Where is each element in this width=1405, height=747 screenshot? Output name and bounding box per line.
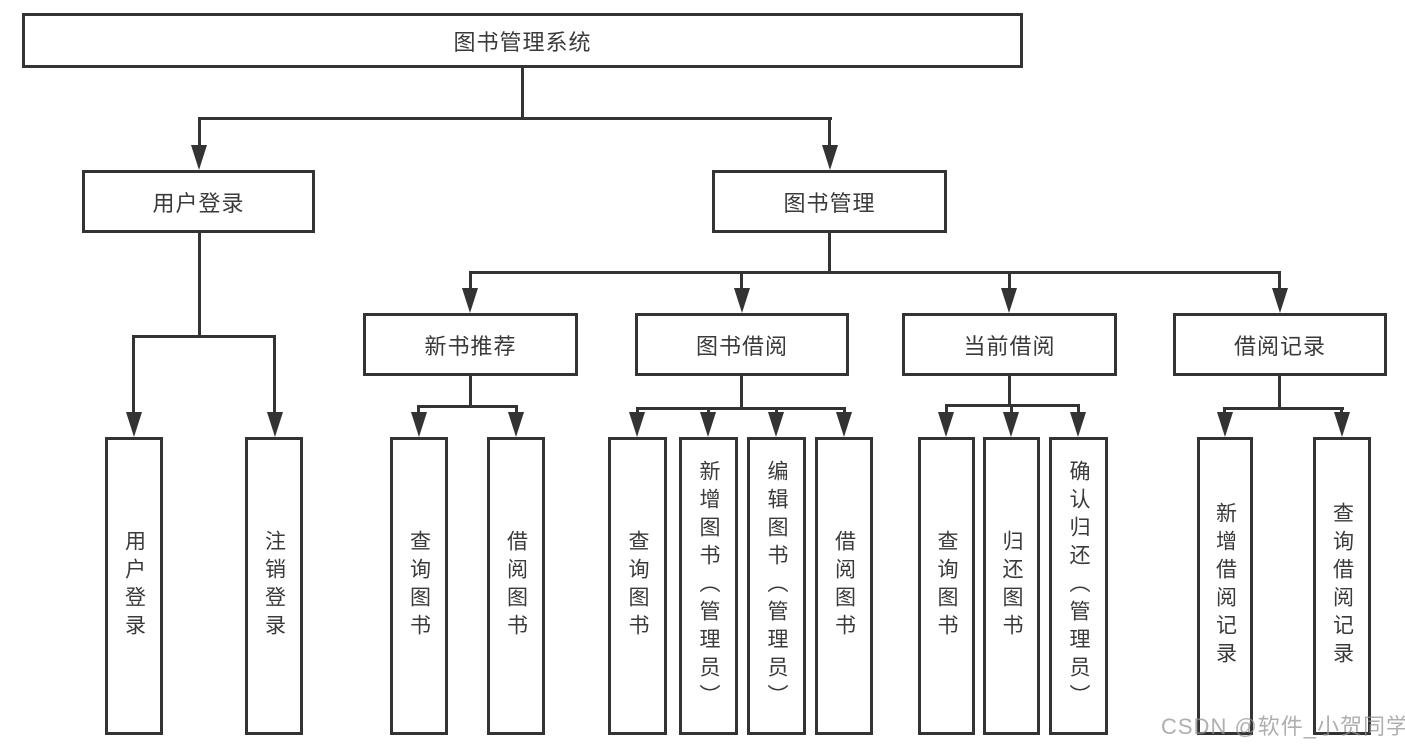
- arrow-down-icon: [734, 288, 750, 313]
- connector-stem-book-mgmt: [828, 117, 831, 145]
- arrow-down-icon: [508, 412, 524, 437]
- node-book-management-label: 图书管理: [783, 190, 876, 216]
- connector-stem: [515, 405, 518, 412]
- connector-stem: [1010, 404, 1013, 412]
- leaf-return-books: 归还图书: [983, 437, 1040, 735]
- connector-split: [636, 407, 846, 410]
- connector-stem: [469, 271, 472, 288]
- node-new-book-recommend-label: 新书推荐: [424, 333, 517, 359]
- node-current-borrow: 当前借阅: [902, 313, 1117, 376]
- node-user-login-label: 用户登录: [152, 190, 245, 216]
- node-new-book-recommend: 新书推荐: [363, 313, 578, 376]
- connector-stem: [1008, 376, 1011, 404]
- leaf-query-books-borrow: 查询图书: [608, 437, 667, 735]
- connector-stem: [469, 376, 472, 405]
- leaf-label: 查询图书: [407, 530, 431, 642]
- leaf-label: 借阅图书: [832, 530, 856, 642]
- node-book-management: 图书管理: [712, 170, 947, 233]
- arrow-down-icon: [822, 145, 838, 170]
- connector-stem: [132, 335, 135, 412]
- connector-book-mgmt-stem: [828, 233, 831, 271]
- leaf-label: 确认归还（管理员）: [1067, 460, 1090, 712]
- connector-stem: [843, 407, 846, 412]
- connector-stem: [1223, 407, 1226, 412]
- leaf-add-books-admin: 新增图书（管理员）: [679, 437, 738, 735]
- watermark: CSDN @软件_小贺同学: [1161, 714, 1405, 739]
- arrow-down-icon: [938, 412, 954, 437]
- connector-split: [417, 405, 518, 408]
- connector-stem: [636, 407, 639, 412]
- arrow-down-icon: [191, 145, 207, 170]
- arrow-down-icon: [1272, 288, 1288, 313]
- connector-stem: [740, 271, 743, 288]
- connector-stem-user-login: [198, 117, 201, 145]
- leaf-user-login-label: 用户登录: [122, 530, 146, 642]
- arrow-down-icon: [629, 412, 645, 437]
- leaf-label: 查询借阅记录: [1330, 502, 1354, 670]
- leaf-borrow-books: 借阅图书: [815, 437, 873, 735]
- arrow-down-icon: [126, 412, 142, 437]
- arrow-down-icon: [411, 412, 427, 437]
- leaf-label: 新增图书（管理员）: [697, 460, 720, 712]
- leaf-logout-label: 注销登录: [262, 530, 286, 642]
- arrow-down-icon: [1001, 288, 1017, 313]
- node-current-borrow-label: 当前借阅: [963, 333, 1056, 359]
- connector-stem: [1278, 271, 1281, 288]
- connector-stem: [740, 376, 743, 407]
- arrow-down-icon: [1070, 412, 1086, 437]
- connector-stem: [707, 407, 710, 412]
- leaf-label: 查询图书: [626, 530, 649, 642]
- node-borrow-records: 借阅记录: [1173, 313, 1387, 376]
- node-book-borrow: 图书借阅: [635, 313, 849, 376]
- node-user-login: 用户登录: [82, 170, 315, 233]
- arrow-down-icon: [836, 412, 852, 437]
- connector-stem: [1340, 407, 1343, 412]
- leaf-label: 借阅图书: [504, 530, 528, 642]
- arrow-down-icon: [1217, 412, 1233, 437]
- arrow-down-icon: [1334, 412, 1350, 437]
- connector-stem: [1008, 271, 1011, 288]
- leaf-query-borrow-record: 查询借阅记录: [1313, 437, 1371, 735]
- connector-level2-split: [469, 271, 1281, 274]
- connector-stem: [1077, 404, 1080, 412]
- node-book-borrow-label: 图书借阅: [695, 333, 788, 359]
- leaf-logout: 注销登录: [245, 437, 303, 735]
- connector-stem: [417, 405, 420, 412]
- arrow-down-icon: [462, 288, 478, 313]
- leaf-label: 编辑图书（管理员）: [765, 460, 788, 712]
- arrow-down-icon: [768, 412, 784, 437]
- connector-split: [1223, 407, 1344, 410]
- leaf-query-books-current: 查询图书: [918, 437, 975, 735]
- node-borrow-records-label: 借阅记录: [1233, 333, 1326, 359]
- leaf-user-login: 用户登录: [105, 437, 163, 735]
- connector-user-login-split: [132, 335, 276, 338]
- leaf-label: 归还图书: [1000, 530, 1023, 642]
- connector-stem: [945, 404, 948, 412]
- connector-root-stem: [521, 68, 524, 117]
- leaf-add-borrow-record: 新增借阅记录: [1197, 437, 1253, 735]
- leaf-query-books-recommend: 查询图书: [390, 437, 448, 735]
- connector-stem: [273, 335, 276, 412]
- connector-stem: [775, 407, 778, 412]
- node-root-label: 图书管理系统: [453, 29, 592, 55]
- leaf-label: 新增借阅记录: [1213, 502, 1237, 670]
- arrow-down-icon: [700, 412, 716, 437]
- leaf-edit-books-admin: 编辑图书（管理员）: [747, 437, 806, 735]
- leaf-confirm-return-admin: 确认归还（管理员）: [1049, 437, 1108, 735]
- connector-stem: [1278, 376, 1281, 407]
- arrow-down-icon: [1003, 412, 1019, 437]
- node-root: 图书管理系统: [22, 13, 1023, 68]
- connector-user-login-stem: [198, 233, 201, 335]
- leaf-borrow-books-recommend: 借阅图书: [487, 437, 545, 735]
- arrow-down-icon: [267, 412, 283, 437]
- leaf-label: 查询图书: [935, 530, 958, 642]
- connector-main-split: [198, 117, 832, 120]
